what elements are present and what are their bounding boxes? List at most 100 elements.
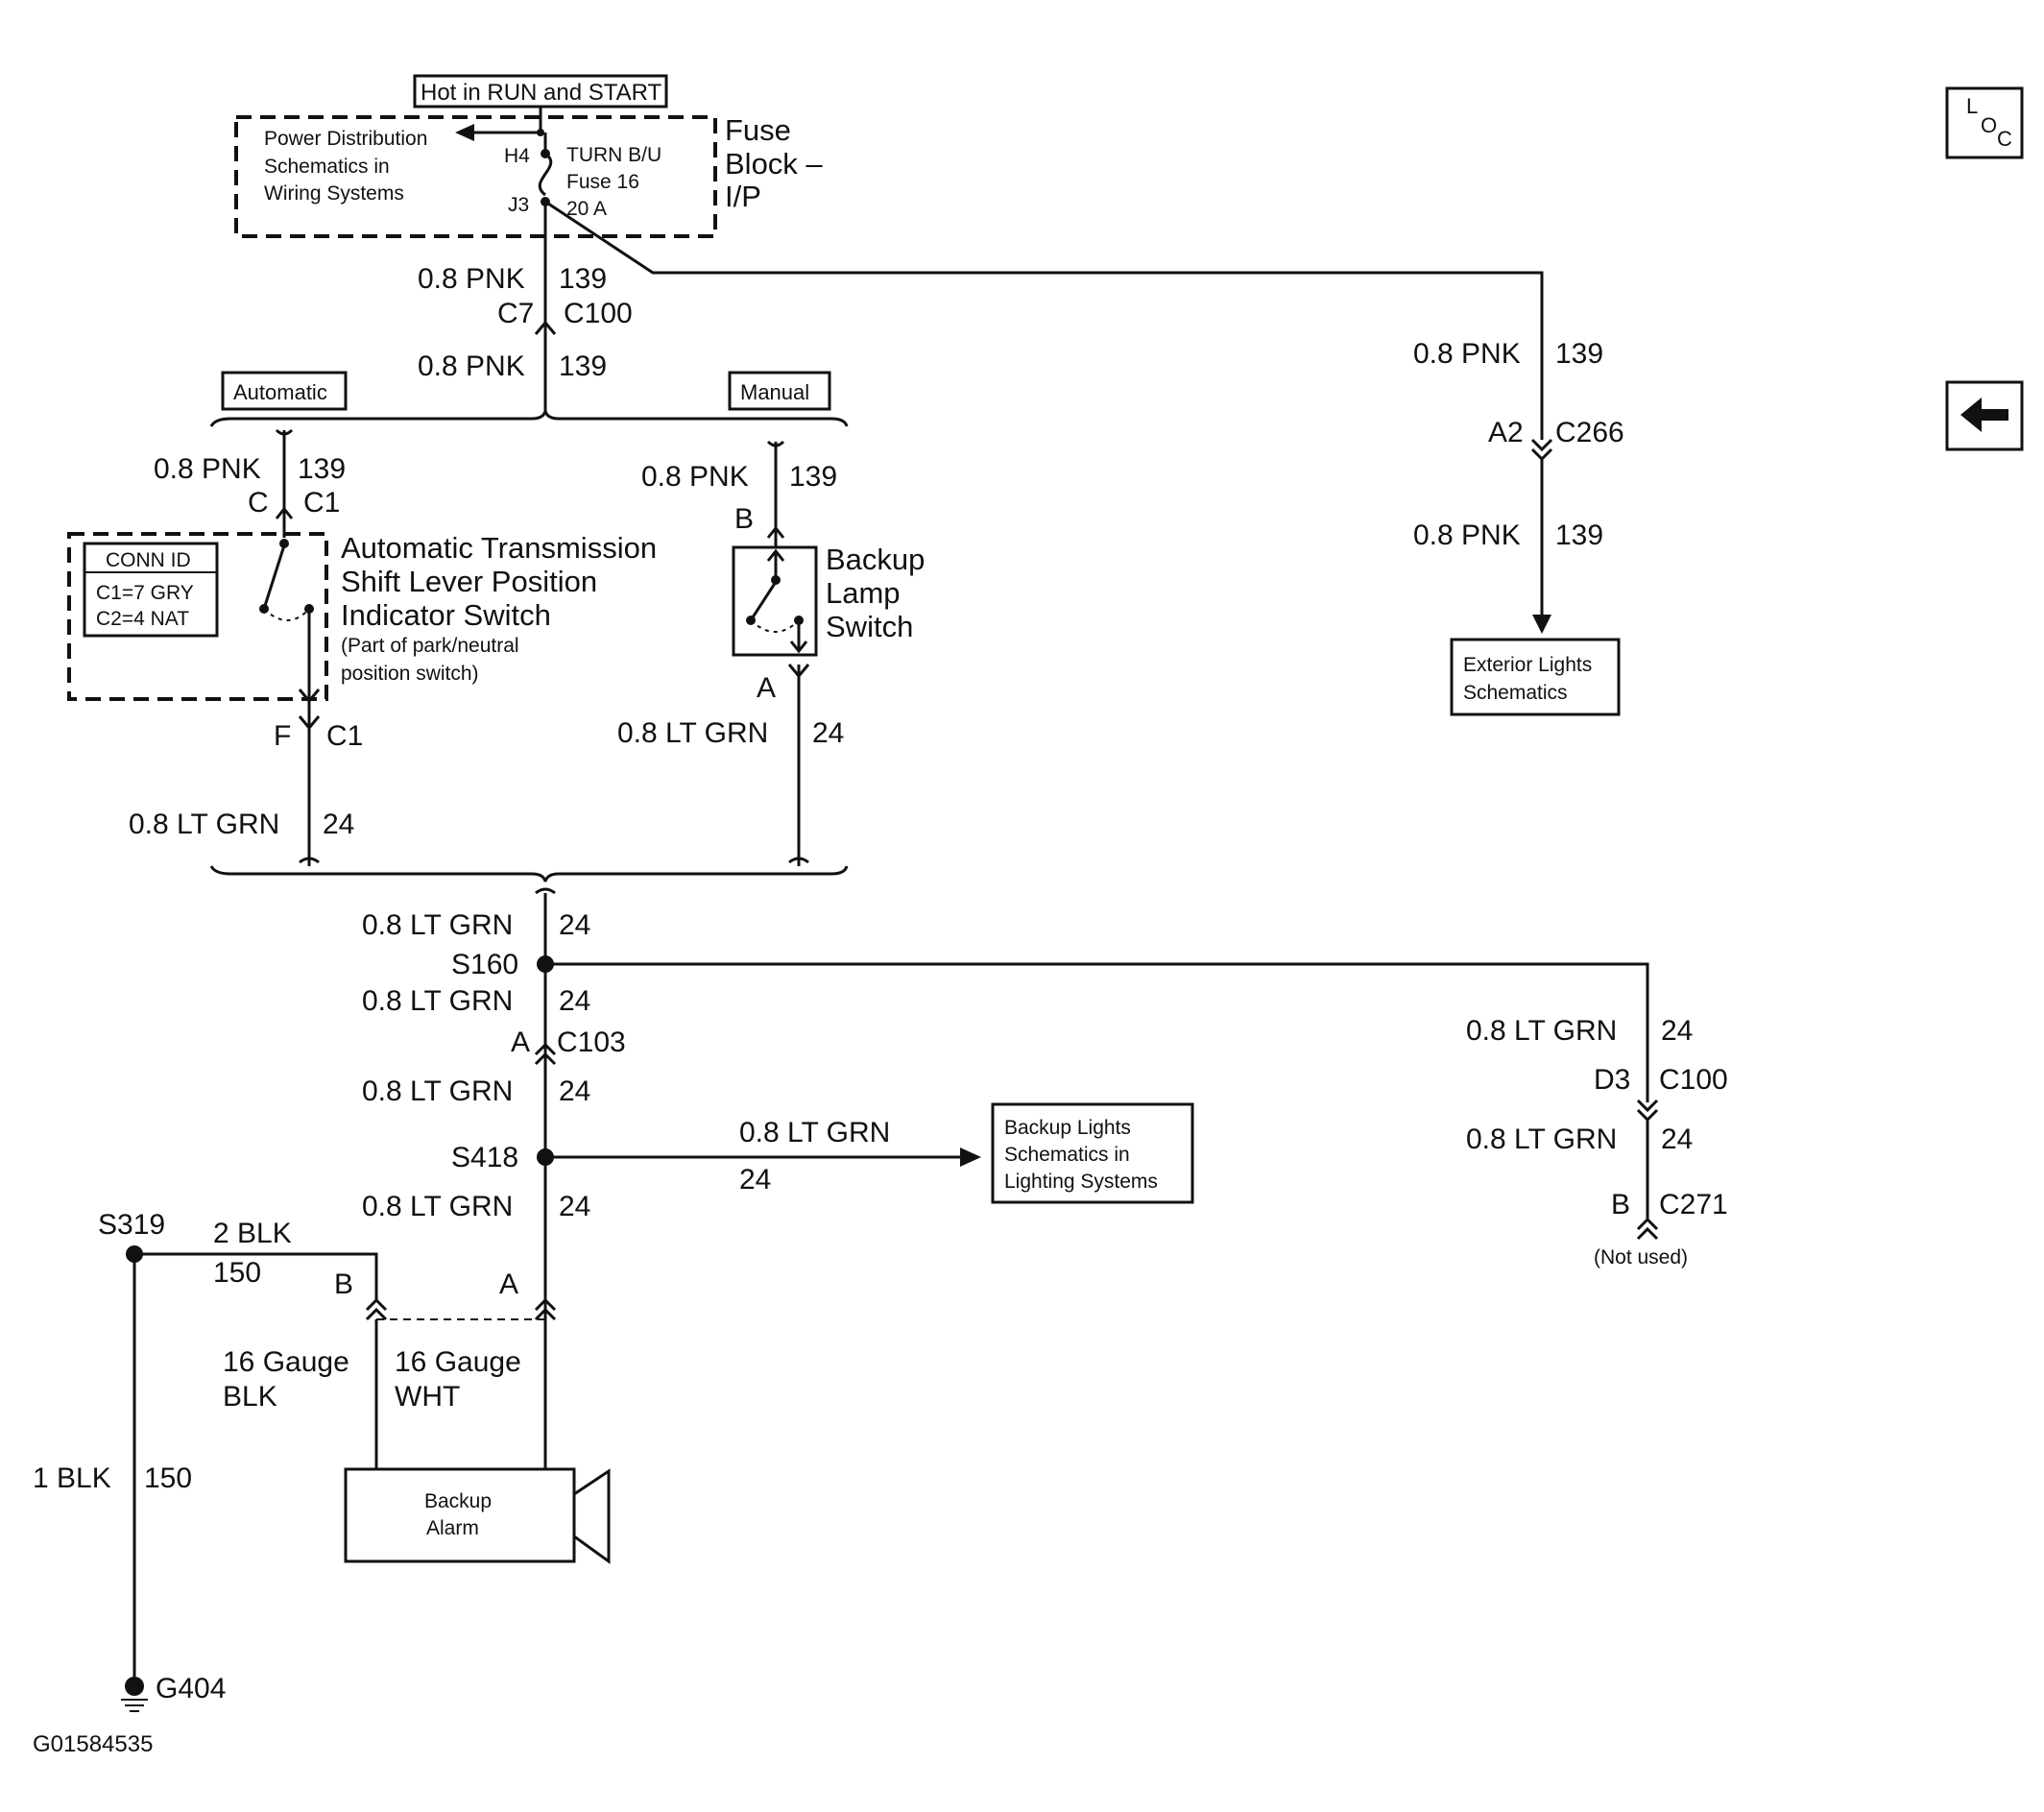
power-dist-line1: Power Distribution [264, 128, 427, 150]
trunk-w24-size-2: 0.8 LT GRN [362, 985, 513, 1017]
auto-conn-c1-in: C1 [303, 487, 340, 519]
pin-j3: J3 [508, 194, 529, 216]
automatic-option-label: Automatic [221, 371, 348, 411]
backup-lights-size: 0.8 LT GRN [739, 1117, 890, 1148]
alarm-blk-gauge-1: 16 Gauge [223, 1346, 349, 1378]
fuse-label-1: TURN B/U [566, 144, 661, 166]
auto-pin-f: F [274, 720, 291, 752]
right-w139-size-1: 0.8 PNK [1413, 338, 1521, 370]
power-dist-arrow-icon [455, 124, 474, 141]
option-brace-bottom [209, 865, 849, 882]
s160-conn-c271: C271 [1659, 1189, 1728, 1220]
trunk-w24-size-3: 0.8 LT GRN [362, 1075, 513, 1107]
w139-size-1: 0.8 PNK [418, 263, 525, 295]
backup-alarm-box: Backup Alarm [344, 1467, 576, 1563]
manual-switch-blade-icon [749, 581, 778, 621]
fuse-label-3: 20 A [566, 198, 607, 220]
fuse-label-2: Fuse 16 [566, 171, 639, 193]
alarm-blk-gauge-2: BLK [223, 1381, 277, 1413]
s160-w24-circuit-1: 24 [1661, 1015, 1693, 1047]
splice-s319-label: S319 [98, 1209, 165, 1241]
conn-id-box: CONN ID C1=7 GRY C2=4 NAT [83, 542, 219, 638]
svg-text:Backup Lights: Backup Lights [1004, 1117, 1131, 1139]
manual-switch-name-1: Backup [826, 543, 925, 576]
wire-24-s160-branch [545, 962, 1649, 1102]
man-out-size: 0.8 LT GRN [617, 717, 768, 749]
auto-conn-c1-out: C1 [326, 720, 363, 752]
svg-text:CONN ID: CONN ID [106, 549, 191, 571]
auto-out-size: 0.8 LT GRN [129, 809, 279, 840]
alarm-pin-a: A [499, 1268, 518, 1300]
svg-text:Alarm: Alarm [426, 1517, 479, 1539]
speaker-icon [572, 1468, 611, 1564]
man-pin-a: A [757, 672, 776, 704]
auto-switch-blade-icon [262, 544, 286, 610]
svg-text:C1=7 GRY: C1=7 GRY [96, 582, 194, 604]
man-w139-size: 0.8 PNK [641, 461, 749, 493]
loc-button[interactable]: L O C [1945, 86, 2024, 159]
right-w139-circuit-2: 139 [1555, 519, 1603, 551]
trunk-w24-size-4: 0.8 LT GRN [362, 1191, 513, 1222]
ground-wire-size: 1 BLK [33, 1462, 111, 1494]
auto-switch-note-2: position switch) [341, 663, 479, 685]
left-arrow-icon [1960, 398, 2008, 432]
alarm-wht-gauge-1: 16 Gauge [395, 1346, 521, 1378]
splice-s160-label: S160 [451, 949, 518, 980]
svg-text:Manual: Manual [740, 380, 809, 404]
s160-pin-b: B [1611, 1189, 1630, 1220]
s160-pin-d3: D3 [1594, 1064, 1630, 1096]
backup-lights-circuit: 24 [739, 1164, 771, 1196]
power-dist-line3: Wiring Systems [264, 182, 404, 205]
trunk-w24-circuit-3: 24 [559, 1075, 590, 1107]
trunk-w24-circuit-4: 24 [559, 1191, 590, 1222]
ground-g404-point [125, 1677, 144, 1696]
back-button[interactable] [1945, 380, 2024, 451]
conn-c103: C103 [557, 1027, 626, 1058]
man-pin-b: B [734, 503, 754, 535]
fuse-block-name-1: Fuse [725, 113, 791, 147]
backup-lights-arrow-icon [960, 1148, 981, 1167]
right-conn-c266: C266 [1555, 417, 1624, 448]
splice-s418-label: S418 [451, 1142, 518, 1173]
fuse-block-name-2: Block – [725, 147, 823, 181]
ground-icon [121, 1699, 148, 1712]
exterior-lights-arrow-icon [1532, 615, 1551, 634]
svg-text:Exterior Lights: Exterior Lights [1463, 654, 1592, 676]
trunk-w24-circuit-1: 24 [559, 909, 590, 941]
auto-switch-name-2: Shift Lever Position [341, 565, 597, 598]
manual-switch-name-2: Lamp [826, 576, 901, 610]
s160-w24-size-2: 0.8 LT GRN [1466, 1123, 1617, 1155]
trunk-w24-size-1: 0.8 LT GRN [362, 909, 513, 941]
auto-out-circuit: 24 [323, 809, 354, 840]
right-w139-size-2: 0.8 PNK [1413, 519, 1521, 551]
connector-c100-icon [534, 320, 557, 335]
option-brace-top [209, 410, 849, 427]
conn-c100-top: C100 [564, 298, 633, 329]
man-w139-circuit: 139 [789, 461, 837, 493]
wire-150-blk [134, 1252, 378, 1300]
w139-circuit-1: 139 [559, 263, 607, 295]
svg-text:C2=4 NAT: C2=4 NAT [96, 608, 189, 630]
manual-option-label: Manual [728, 371, 831, 411]
backup-lights-schematics-link[interactable]: Backup Lights Schematics in Lighting Sys… [991, 1102, 1194, 1204]
right-pin-a2: A2 [1488, 417, 1524, 448]
ground-wire-circuit: 150 [144, 1462, 192, 1494]
fuse-block-name-3: I/P [725, 180, 761, 213]
power-dist-line2: Schematics in [264, 156, 390, 178]
hot-in-run-start-label: Hot in RUN and START [413, 74, 668, 109]
auto-switch-name-1: Automatic Transmission [341, 531, 657, 565]
svg-text:Backup: Backup [424, 1490, 492, 1512]
figure-id: G01584535 [33, 1731, 153, 1757]
manual-switch-name-3: Switch [826, 610, 913, 643]
pin-h4: H4 [504, 145, 530, 167]
exterior-lights-schematics-link[interactable]: Exterior Lights Schematics [1450, 638, 1621, 716]
fuse-block-outline [234, 115, 717, 238]
auto-switch-outline [67, 532, 328, 701]
s160-w24-circuit-2: 24 [1661, 1123, 1693, 1155]
svg-text:Lighting Systems: Lighting Systems [1004, 1171, 1158, 1193]
wire-139-right [544, 200, 1544, 440]
auto-w139-size: 0.8 PNK [154, 453, 261, 485]
man-out-circuit: 24 [812, 717, 844, 749]
svg-text:C: C [1997, 127, 2012, 151]
